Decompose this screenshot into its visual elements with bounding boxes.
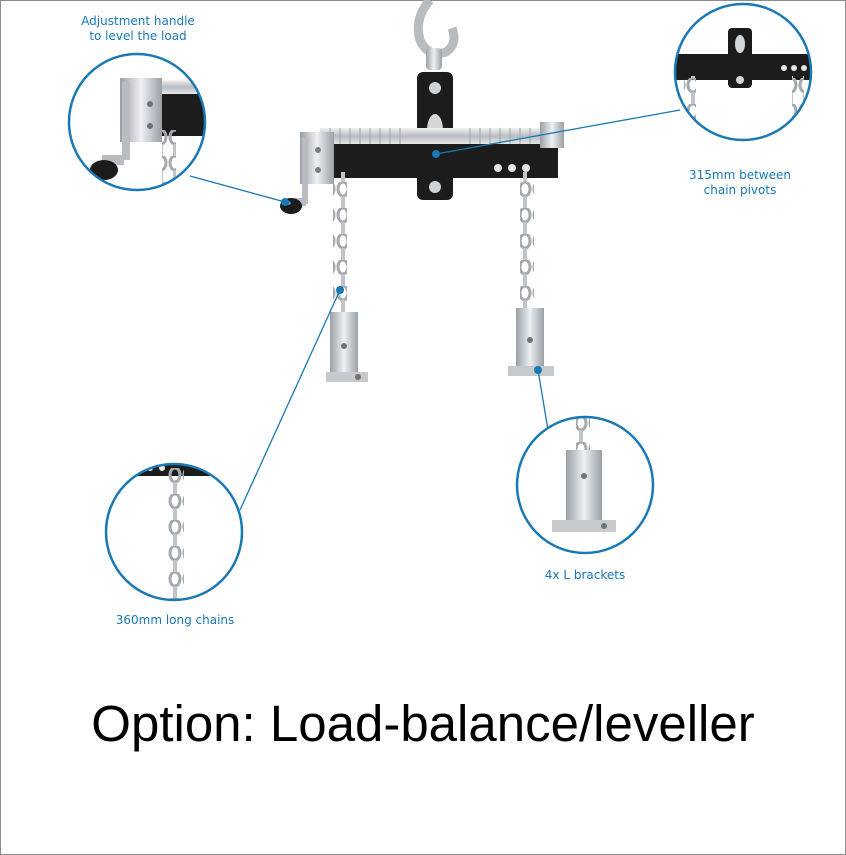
crane-hook [413,0,459,70]
zoom-l-brackets [515,415,655,555]
long-chains-label: 360mm long chains [115,613,235,627]
l-brackets-label: 4x L brackets [544,568,626,582]
left-l-bracket [326,312,368,382]
chain-pivots-label-line2: chain pivots [703,183,777,197]
left-chain [333,172,347,322]
zoom-long-chains [104,462,244,602]
callout-lines [189,109,681,511]
chain-pivots-label: 315mm between chain pivots [680,168,800,198]
adjustment-handle-label: Adjustment handle to level the load [70,14,206,44]
chain-pivots-label-line1: 315mm between [689,168,791,182]
adjustment-handle-label-line1: Adjustment handle [81,14,195,28]
callout-dots [281,150,542,374]
right-chain [520,172,534,312]
right-l-bracket [508,308,554,376]
zoom-chain-pivots [673,2,813,142]
zoom-adjustment-handle [67,52,207,192]
caption-title: Option: Load-balance/leveller [91,695,755,752]
adjustment-handle-label-line2: to level the load [89,29,187,43]
